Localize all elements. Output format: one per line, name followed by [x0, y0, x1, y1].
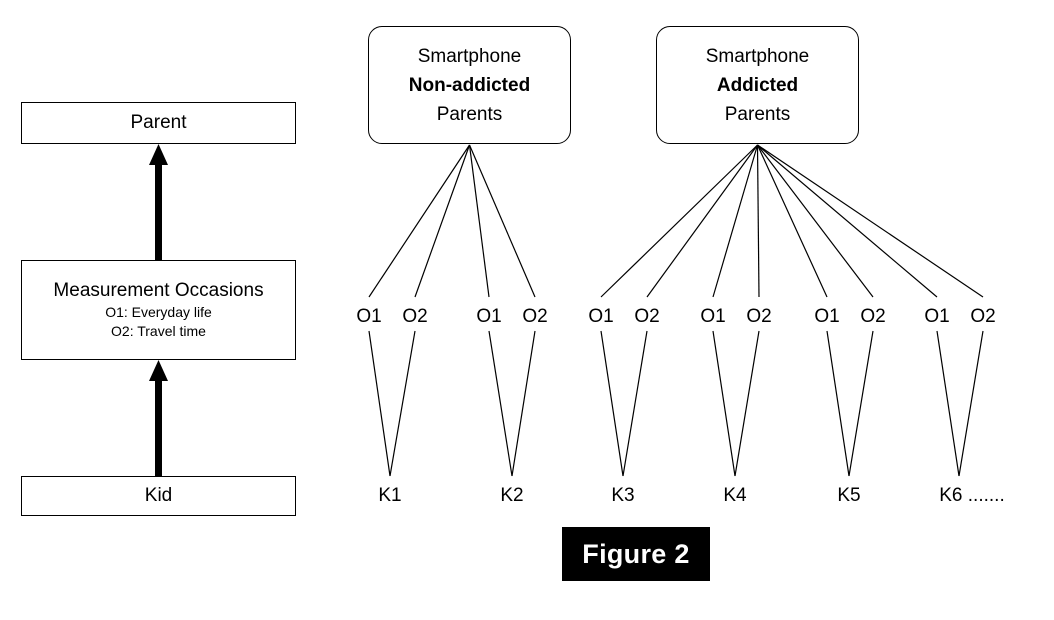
occasion-label-1: O1: [356, 306, 382, 327]
kid-label-k5: K5: [837, 485, 861, 506]
occasion-label-2: O2: [402, 306, 428, 327]
group-addicted-line-3: Parents: [724, 103, 791, 125]
kid-label-k2: K2: [500, 485, 524, 506]
kid-label-k1: K1: [378, 485, 402, 506]
kid-label-k3: K3: [611, 485, 635, 506]
legend-box-kid: Kid: [21, 476, 296, 516]
occasion-label-4: O2: [522, 306, 548, 327]
occasion-label-12: O2: [970, 306, 996, 327]
kid-label-k6: K6 .......: [939, 485, 1005, 506]
group-non-addicted-line-2: Non-addicted: [408, 74, 531, 96]
occasion-label-6: O2: [634, 306, 660, 327]
arrow-kid-to-measurement: [149, 360, 168, 476]
group-box-non-addicted-parents: Smartphone Non-addicted Parents: [368, 26, 571, 144]
occasion-label-3: O1: [476, 306, 502, 327]
figure-caption: Figure 2: [562, 527, 710, 581]
edges-non-addicted-to-occasions: [368, 144, 536, 298]
arrow-measurement-to-parent: [149, 144, 168, 260]
legend-box-measurement-title: Measurement Occasions: [53, 280, 264, 301]
legend-occasion-o2: O2: Travel time: [111, 323, 206, 339]
group-addicted-line-2: Addicted: [716, 74, 799, 96]
legend-occasion-o1: O1: Everyday life: [105, 304, 212, 320]
legend-box-parent-title: Parent: [130, 112, 187, 133]
occasion-label-9: O1: [814, 306, 840, 327]
occasion-label-11: O1: [924, 306, 950, 327]
legend-box-measurement-occasions: Measurement Occasions O1: Everyday life …: [21, 260, 296, 360]
group-non-addicted-line-1: Smartphone: [417, 45, 522, 67]
occasion-label-7: O1: [700, 306, 726, 327]
legend-box-parent: Parent: [21, 102, 296, 144]
occasion-label-10: O2: [860, 306, 886, 327]
group-addicted-line-1: Smartphone: [705, 45, 810, 67]
edges-occasions-to-kids: [368, 330, 984, 477]
occasion-label-8: O2: [746, 306, 772, 327]
kid-label-k4: K4: [723, 485, 747, 506]
group-non-addicted-line-3: Parents: [436, 103, 503, 125]
group-box-addicted-parents: Smartphone Addicted Parents: [656, 26, 859, 144]
edges-addicted-to-occasions: [600, 144, 984, 298]
legend-box-kid-title: Kid: [144, 485, 173, 506]
occasion-label-5: O1: [588, 306, 614, 327]
